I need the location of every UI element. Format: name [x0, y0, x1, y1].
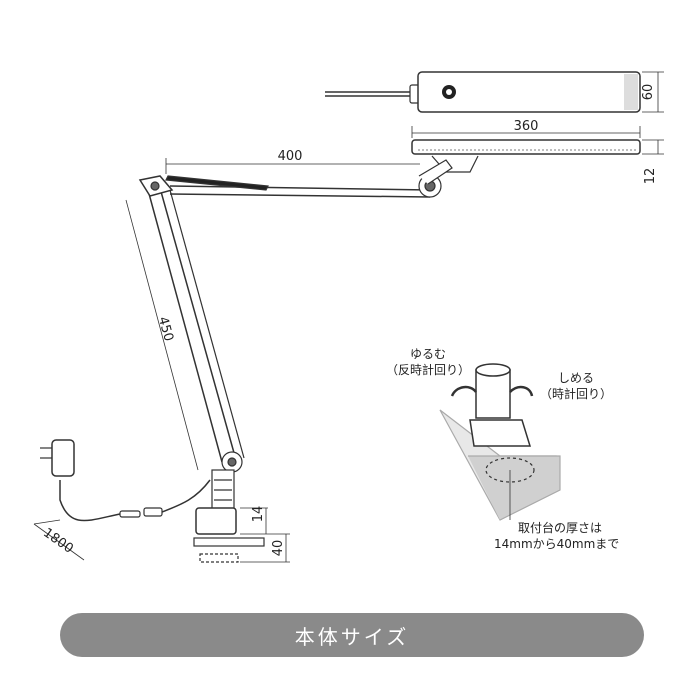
lamp-head-top-view: [325, 71, 641, 113]
dim-cord-length: 1800: [40, 525, 76, 556]
loosen-sub-label: （反時計回り）: [386, 362, 470, 377]
section-title: 本体サイズ: [294, 624, 410, 649]
clamp-base: [193, 469, 265, 563]
tighten-arrow-icon: [509, 385, 534, 397]
section-title-banner: 本体サイズ: [60, 613, 644, 657]
dim-head-height: 60: [641, 84, 656, 101]
dim-lower-arm: 450: [155, 315, 176, 343]
loosen-label: ゆるむ: [410, 347, 446, 361]
dim-clamp-top: 14: [251, 506, 266, 523]
clamp-detail-illustration: [439, 363, 561, 521]
lower-arm: [138, 175, 245, 473]
dim-clamp-base: 40: [271, 540, 286, 557]
thickness-note-line2: 14mmから40mmまで: [494, 537, 619, 551]
upper-arm: [165, 159, 453, 198]
power-cord: [40, 439, 211, 522]
dim-head-thickness: 12: [643, 168, 658, 185]
tighten-sub-label: （時計回り）: [540, 386, 612, 401]
dim-upper-arm: 400: [278, 149, 303, 164]
loosen-arrow-icon: [450, 385, 477, 397]
lamp-head-side-view: [411, 139, 641, 173]
thickness-note-line1: 取付台の厚さは: [518, 520, 602, 535]
tighten-label: しめる: [558, 371, 594, 385]
ac-adapter-icon: [51, 439, 75, 477]
dim-head-length: 360: [514, 119, 539, 134]
